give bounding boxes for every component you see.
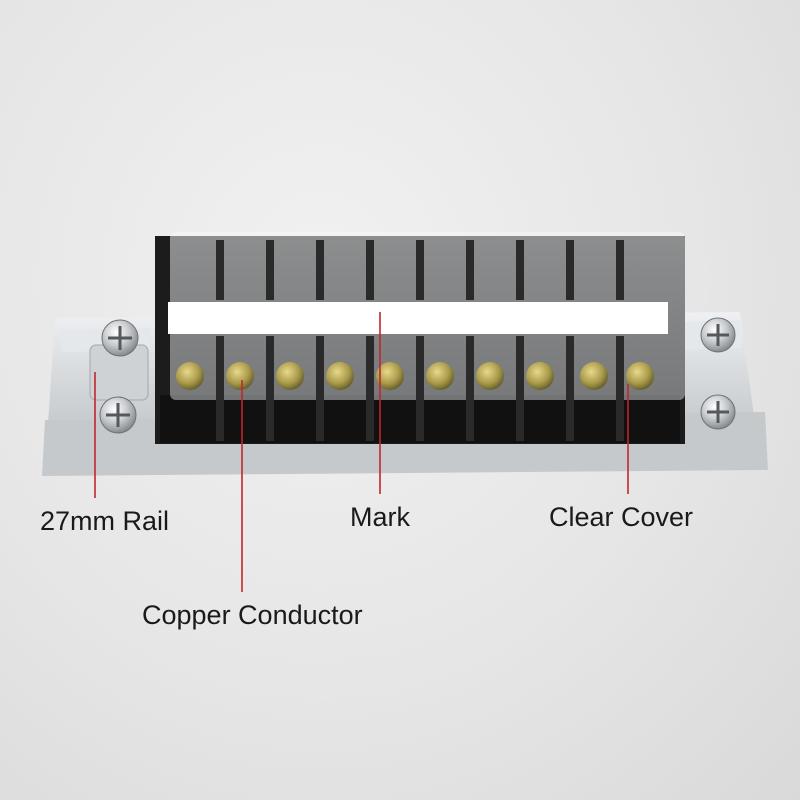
leader-lines — [94, 312, 629, 592]
mark-strip — [168, 302, 668, 334]
label-clear-cover: Clear Cover — [549, 502, 694, 532]
label-mark: Mark — [350, 502, 410, 532]
copper-terminal-screws — [176, 362, 654, 390]
terminal-dividers — [216, 240, 624, 441]
label-27mm-rail: 27mm Rail — [40, 506, 170, 536]
rail-screws — [99, 317, 736, 434]
label-copper-conductor: Copper Conductor — [142, 600, 363, 630]
